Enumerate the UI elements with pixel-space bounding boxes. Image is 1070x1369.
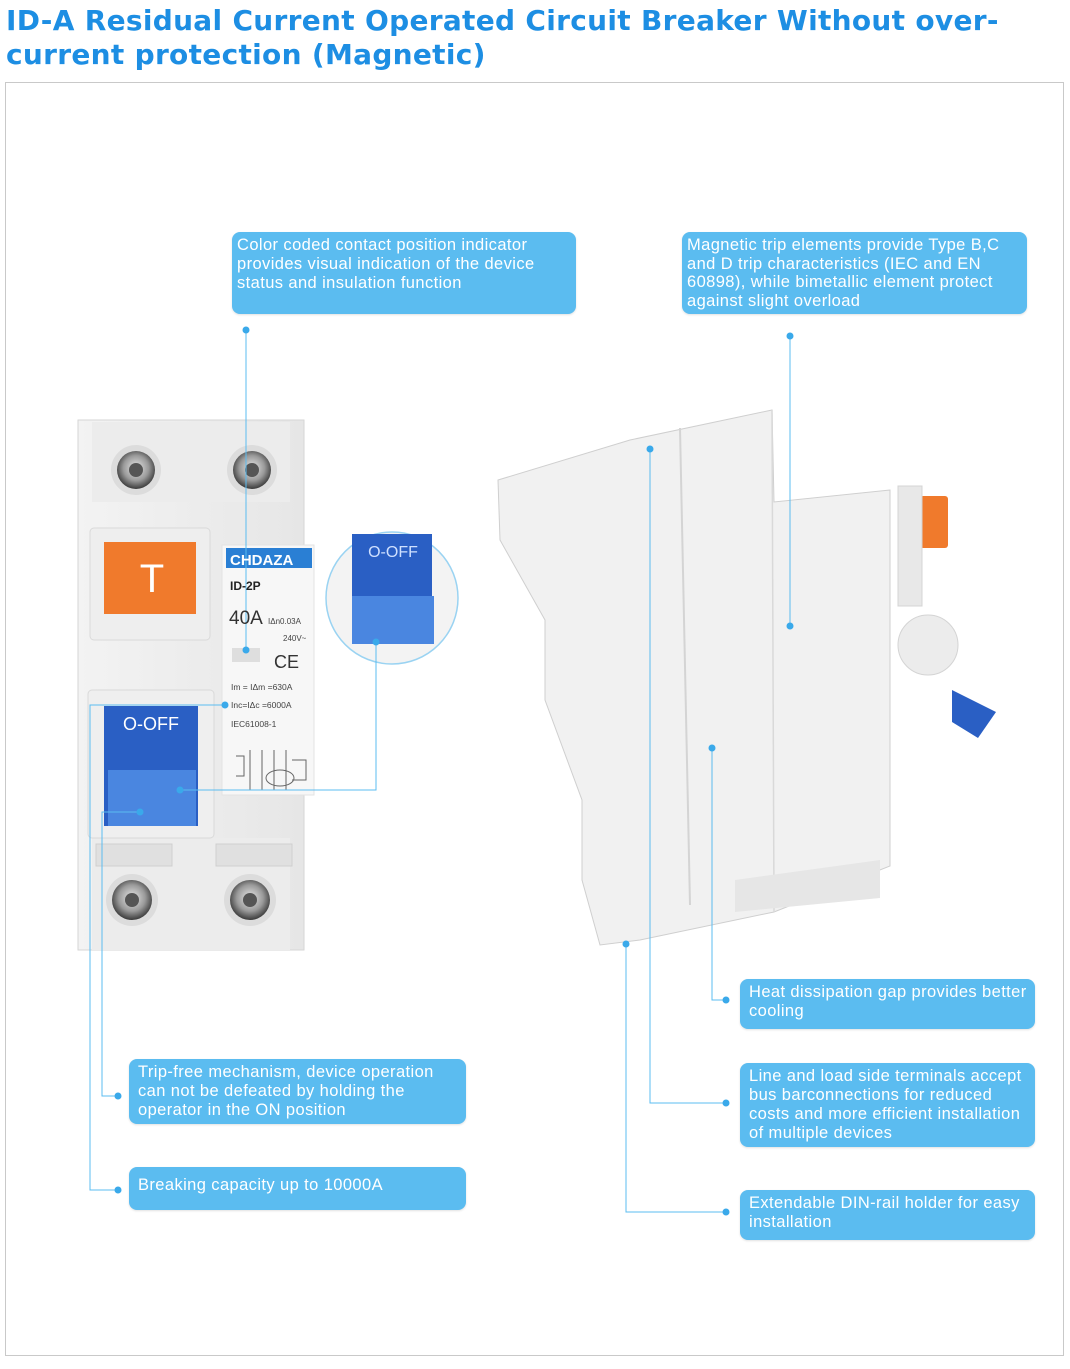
test-button[interactable] [104, 542, 196, 614]
test-button-label: T [140, 557, 164, 601]
brand-badge [226, 548, 312, 568]
test-button-side [920, 496, 948, 548]
page-title: ID-A Residual Current Operated Circuit B… [6, 4, 999, 71]
model-label: ID-2P [230, 579, 261, 593]
circuit-symbol-icon [236, 750, 307, 790]
callout-heat-dissipation: Heat dissipation gap provides better coo… [740, 979, 1035, 1029]
terminal-screw-icon [111, 445, 161, 495]
callout-din-rail: Extendable DIN-rail holder for easy inst… [740, 1190, 1035, 1240]
im-label: Im = IΔm =630A [231, 682, 293, 692]
terminal-screw-icon [106, 874, 158, 926]
callout-contact-indicator: Color coded contact position indicator p… [232, 232, 576, 314]
handle-zoom [325, 531, 459, 665]
callout-breaking-capacity: Breaking capacity up to 10000A [129, 1167, 466, 1210]
side-breaker [497, 409, 996, 946]
terminal-screw-icon [224, 874, 276, 926]
leader-dots [114, 326, 794, 1216]
handle-label: O-OFF [123, 714, 179, 734]
diagram-frame [5, 82, 1064, 1356]
front-breaker [77, 419, 315, 951]
callout-trip-free: Trip-free mechanism, device operation ca… [129, 1059, 466, 1124]
brand-label: CHDAZA [230, 552, 293, 569]
leader-lines [89, 330, 791, 1213]
terminal-screw-icon [227, 445, 277, 495]
voltage-label: 240V~ [283, 634, 307, 643]
callout-terminals: Line and load side terminals accept bus … [740, 1063, 1035, 1147]
callout-magnetic-trip: Magnetic trip elements provide Type B,C … [682, 232, 1027, 314]
operating-handle-side [952, 690, 996, 738]
residual-label: IΔn0.03A [268, 617, 302, 626]
standard-label: IEC61008-1 [231, 719, 277, 729]
zoom-handle-label: O-OFF [368, 544, 418, 561]
inc-label: Inc=IΔc =6000A [231, 700, 292, 710]
rating-label: 40A [229, 608, 263, 629]
ce-mark: CE [274, 652, 299, 672]
